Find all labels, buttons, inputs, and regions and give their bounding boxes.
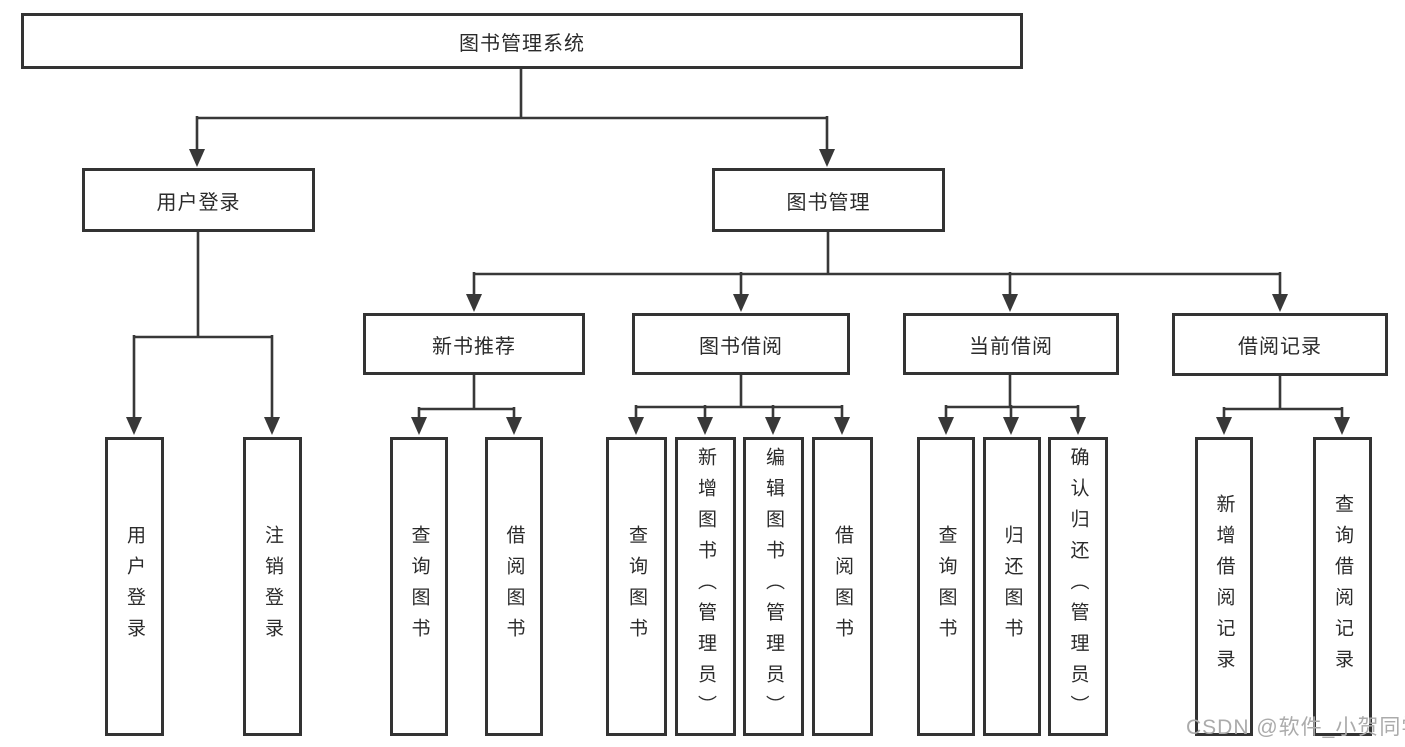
- arrowhead-icon: [1003, 417, 1019, 435]
- node-new-book-recommend: 新书推荐: [363, 313, 585, 375]
- leaf-logout: 注销登录: [243, 437, 302, 736]
- arrowhead-icon: [189, 149, 205, 167]
- node-current-borrow: 当前借阅: [903, 313, 1119, 375]
- arrowhead-icon: [126, 417, 142, 435]
- arrowhead-icon: [834, 417, 850, 435]
- leaf-label: 确认归还（管理员）: [1067, 447, 1089, 726]
- leaf-label: 编辑图书（管理员）: [763, 447, 784, 726]
- node-borrow-records: 借阅记录: [1172, 313, 1388, 376]
- leaf-user-login: 用户登录: [105, 437, 164, 736]
- node-book-borrow: 图书借阅: [632, 313, 850, 375]
- leaf-query-books-current: 查询图书: [917, 437, 975, 736]
- arrowhead-icon: [466, 294, 482, 312]
- leaf-query-books-borrow: 查询图书: [606, 437, 667, 736]
- leaf-label: 查询图书: [626, 524, 647, 649]
- leaf-label: 借阅图书: [503, 524, 525, 649]
- leaf-label: 查询图书: [935, 524, 957, 649]
- leaf-add-books-admin: 新增图书（管理员）: [675, 437, 736, 736]
- leaf-label: 新增借阅记录: [1213, 493, 1235, 680]
- node-book-management: 图书管理: [712, 168, 945, 232]
- leaf-query-borrow-record: 查询借阅记录: [1313, 437, 1372, 736]
- leaf-label: 借阅图书: [832, 524, 853, 649]
- leaf-label: 查询借阅记录: [1332, 493, 1353, 680]
- arrowhead-icon: [411, 417, 427, 435]
- leaf-label: 注销登录: [262, 524, 283, 649]
- leaf-borrow-books: 借阅图书: [812, 437, 873, 736]
- arrowhead-icon: [506, 417, 522, 435]
- node-root: 图书管理系统: [21, 13, 1023, 69]
- arrowhead-icon: [1216, 417, 1232, 435]
- leaf-add-borrow-record: 新增借阅记录: [1195, 437, 1253, 736]
- connector-path: [132, 69, 1344, 420]
- arrowhead-icon: [697, 417, 713, 435]
- node-user-login: 用户登录: [82, 168, 315, 232]
- arrowhead-icon: [1070, 417, 1086, 435]
- leaf-confirm-return-admin: 确认归还（管理员）: [1048, 437, 1108, 736]
- arrowhead-icon: [628, 417, 644, 435]
- arrowhead-icon: [1002, 294, 1018, 312]
- leaf-edit-books-admin: 编辑图书（管理员）: [743, 437, 804, 736]
- leaf-label: 查询图书: [408, 524, 430, 649]
- leaf-borrow-books-recommend: 借阅图书: [485, 437, 543, 736]
- arrowhead-icon: [733, 294, 749, 312]
- leaf-label: 新增图书（管理员）: [695, 447, 716, 726]
- leaf-return-books: 归还图书: [983, 437, 1041, 736]
- leaf-label: 归还图书: [1001, 524, 1023, 649]
- watermark: CSDN @软件_小贺同学: [1186, 716, 1405, 739]
- leaf-label: 用户登录: [124, 524, 145, 649]
- leaf-query-books-recommend: 查询图书: [390, 437, 448, 736]
- arrowhead-icon: [765, 417, 781, 435]
- arrowhead-icon: [819, 149, 835, 167]
- arrowhead-icon: [938, 417, 954, 435]
- arrowhead-icon: [264, 417, 280, 435]
- arrowhead-icon: [1272, 294, 1288, 312]
- arrowhead-icon: [1334, 417, 1350, 435]
